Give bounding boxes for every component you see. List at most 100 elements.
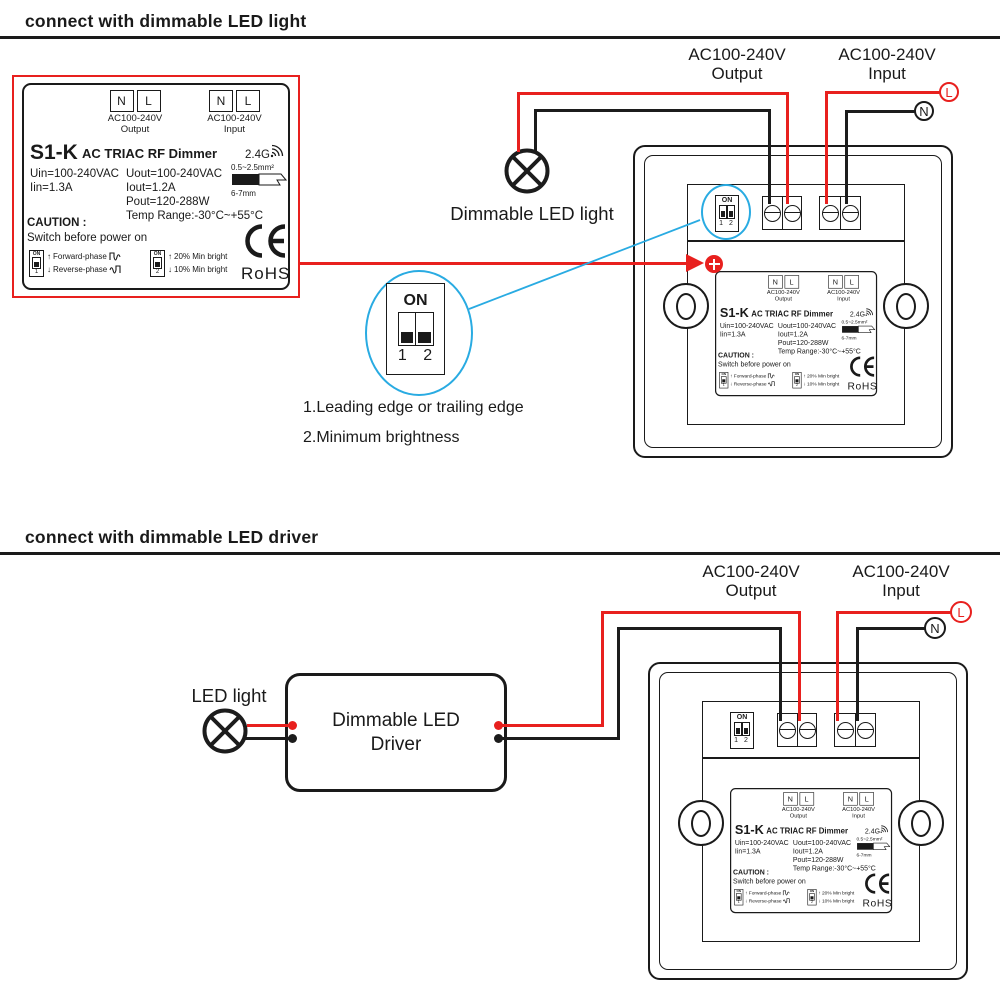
wire-strip-length: 6-7mm [856, 852, 872, 858]
dimmable-led-light-label: Dimmable LED light [450, 203, 614, 224]
min-bright-20-label: 20% Min bright [174, 252, 228, 261]
mounting-hole-icon [898, 800, 944, 846]
wire-gauge-spec: 0.5~2.5mm² 6-7mm [856, 836, 894, 858]
output-voltage-label: AC100-240V Output [688, 45, 786, 83]
dimmable-led-light-icon [504, 148, 550, 194]
terminal-l: L [784, 275, 799, 289]
neutral-wire [534, 109, 771, 112]
dip-switch-highlight [701, 184, 751, 240]
dip-switch-1[interactable] [397, 312, 416, 346]
product-title: AC TRIAC RF Dimmer [766, 826, 849, 836]
leading-edge-waveform-icon [767, 373, 775, 379]
rf-waves-icon [865, 308, 873, 316]
label-output-terminals: N L AC100-240V Output [766, 792, 830, 819]
product-label: N L AC100-240V Output N L AC100-240V Inp… [730, 788, 894, 914]
screw-terminal-icon[interactable] [764, 204, 781, 222]
live-wire [601, 611, 801, 614]
ce-mark-icon [242, 223, 288, 264]
terminal-l: L [136, 90, 161, 112]
input-specs: Uin=100-240VAC Iin=1.3A [30, 167, 119, 195]
input-specs: Uin=100-240VAC Iin=1.3A [735, 839, 789, 856]
neutral-terminal-badge: N [914, 101, 934, 121]
screw-terminal-icon[interactable] [842, 204, 859, 222]
panel-dip-switch[interactable]: ON 1 2 [730, 712, 754, 749]
dip-switch-2-icon: ON 2 [150, 250, 165, 277]
trailing-edge-waveform-icon [768, 381, 775, 387]
rf-frequency: 2.4G [850, 308, 874, 318]
caution-text: Switch before power on [718, 361, 791, 369]
input-terminal-block[interactable] [834, 713, 876, 747]
up-arrow-icon: ↑ [168, 252, 172, 261]
spec-uin: Uin=100-240VAC [734, 839, 789, 847]
live-wire [498, 724, 604, 727]
driver-label-line2: Driver [370, 733, 422, 755]
screw-terminal-icon[interactable] [783, 204, 801, 222]
output-specs: Uout=100-240VAC Iout=1.2A Pout=120-288W … [793, 839, 876, 873]
spec-pout: Pout=120-288W [126, 196, 210, 208]
up-arrow-icon: ↑ [47, 252, 51, 261]
wire-gauge-size: 0.5~2.5mm² [856, 836, 883, 842]
dip-switch-detail[interactable]: ON 1 2 [386, 283, 445, 375]
screw-terminal-icon[interactable] [857, 721, 874, 739]
label-pointer-line [298, 262, 688, 265]
mounting-hole-icon [678, 800, 724, 846]
dip-switch-1-icon: ON 1 [719, 372, 729, 389]
caution-title: CAUTION : [27, 217, 87, 229]
connection-dot [494, 734, 503, 743]
label-output-voltage: AC100-240V [781, 806, 815, 813]
spec-pout: Pout=120-288W [777, 339, 829, 347]
leading-edge-waveform-icon [782, 890, 790, 896]
min-bright-10-label: 10% Min bright [806, 381, 840, 387]
input-terminal-block[interactable] [819, 196, 861, 230]
screw-terminal-icon[interactable] [821, 204, 839, 222]
wire-gauge-size: 0.5~2.5mm² [231, 163, 274, 172]
panel-product-label: N L AC100-240V Output N L AC100-240V Inp… [715, 271, 879, 398]
terminal-n: N [843, 792, 858, 806]
live-terminal-badge: L [939, 82, 959, 102]
mounting-hole-icon [883, 283, 929, 329]
screw-terminal-icon[interactable] [836, 721, 854, 739]
terminal-n: N [828, 275, 843, 289]
neutral-wire [779, 627, 782, 721]
label-output-voltage: AC100-240V [107, 113, 163, 124]
label-input-word: Input [223, 123, 246, 135]
trailing-edge-waveform-icon [783, 898, 790, 904]
section1-header: connect with dimmable LED light [25, 11, 307, 31]
live-wire [825, 91, 940, 94]
product-label-callout: N L AC100-240V Output N L AC100-240V Inp… [12, 75, 300, 298]
live-wire [517, 92, 789, 95]
wire-gauge-spec: 0.5~2.5mm² 6-7mm [841, 319, 879, 341]
led-light-icon [202, 708, 248, 754]
reverse-phase-label: Reverse-phase [53, 265, 108, 274]
neutral-wire [845, 110, 915, 113]
label-input-voltage: AC100-240V [207, 113, 262, 124]
mounting-hole-icon [663, 283, 709, 329]
down-arrow-icon: ↓ [730, 381, 733, 387]
terminal-n: N [767, 275, 783, 289]
spec-uin: Uin=100-240VAC [30, 168, 119, 180]
label-input-terminals: N L AC100-240V Input [827, 792, 891, 819]
dip-switch-1-icon: ON 1 [29, 250, 44, 277]
rf-text: 2.4G [864, 827, 881, 836]
label-input-voltage: AC100-240V [827, 289, 861, 296]
live-wire [247, 724, 292, 727]
dip-switch-2[interactable] [415, 312, 434, 346]
live-wire [786, 92, 789, 204]
screw-terminal-icon[interactable] [798, 721, 816, 739]
reverse-phase-label: Reverse-phase [748, 898, 782, 904]
terminal-l: L [236, 90, 260, 112]
label-position-marker-icon [705, 255, 723, 273]
terminal-l: L [799, 792, 814, 806]
dip-switch-2-icon: ON 2 [792, 372, 802, 389]
neutral-wire [534, 109, 537, 153]
caution-text: Switch before power on [27, 232, 148, 244]
screw-terminal-icon[interactable] [779, 721, 796, 739]
min-bright-10-label: 10% Min bright [821, 898, 855, 904]
product-title: AC TRIAC RF Dimmer [82, 146, 218, 161]
neutral-terminal-badge: N [924, 617, 946, 639]
terminal-l: L [844, 275, 859, 289]
rf-frequency: 2.4G [245, 144, 284, 161]
output-terminal-block[interactable] [777, 713, 817, 747]
dip-switch-1-icon: ON 1 [734, 889, 744, 906]
rf-frequency: 2.4G [864, 825, 889, 836]
